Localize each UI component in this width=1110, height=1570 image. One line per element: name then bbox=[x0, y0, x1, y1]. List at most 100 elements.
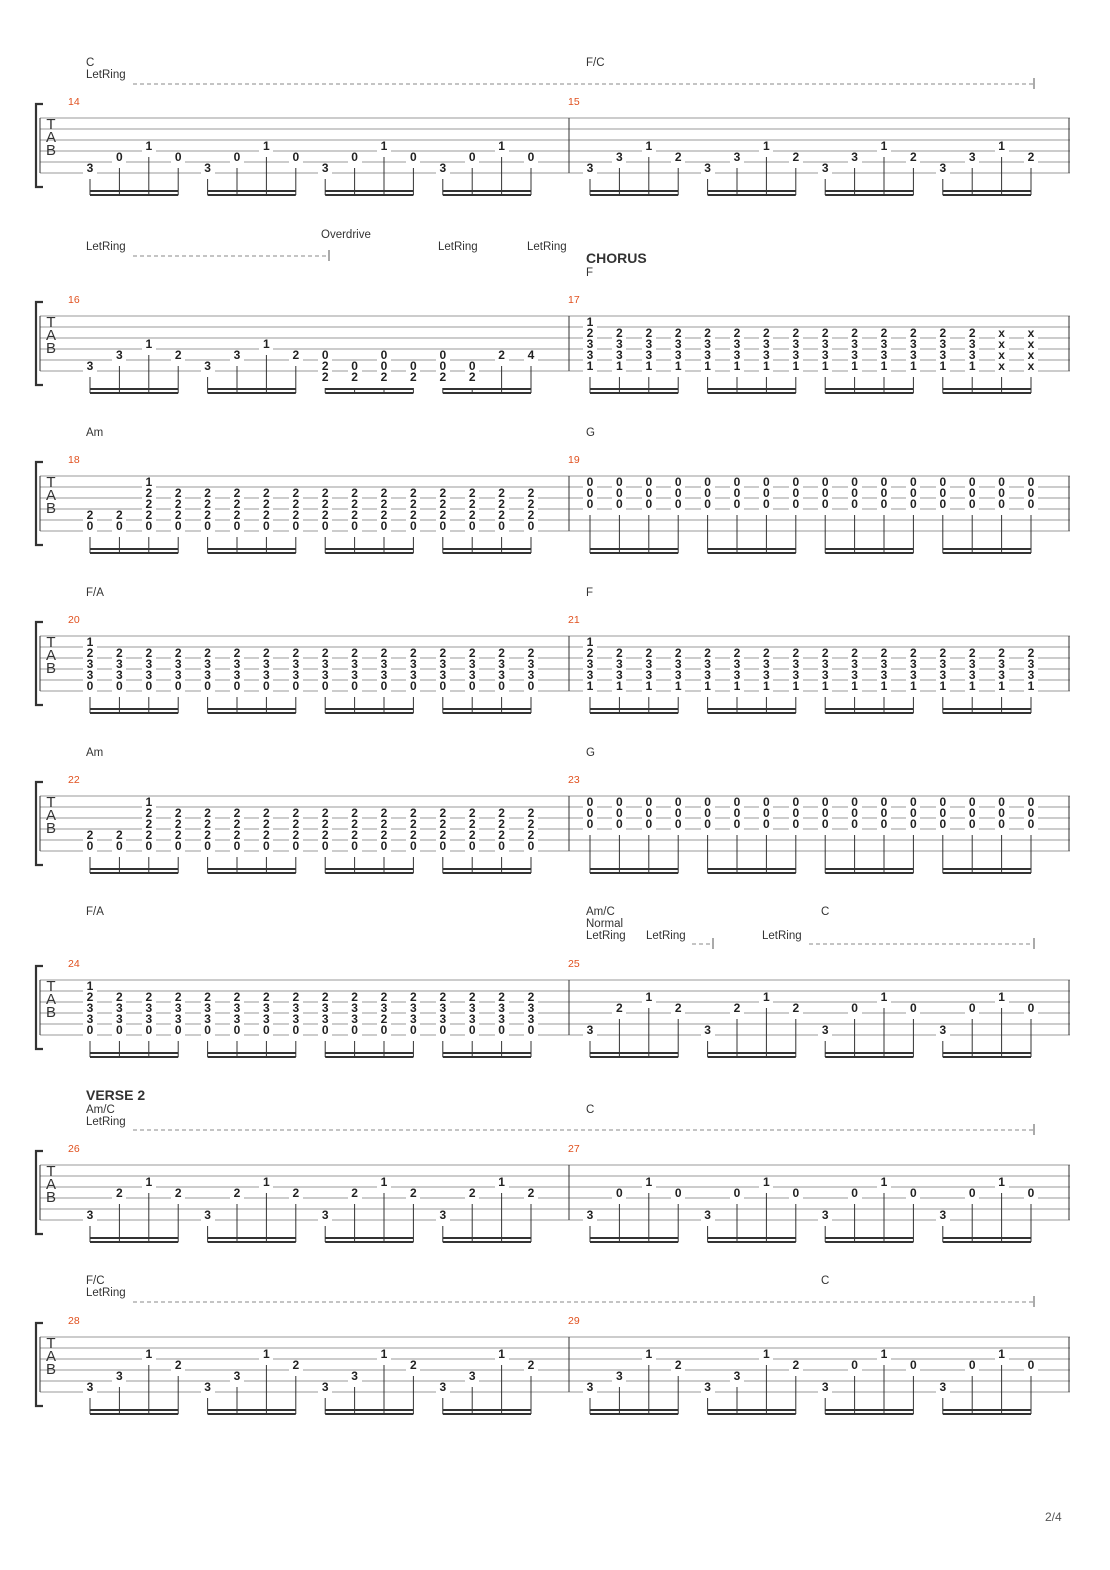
annotation-label: Am/C bbox=[586, 906, 615, 918]
fret-number: 3 bbox=[818, 669, 833, 681]
fret-number: 0 bbox=[141, 680, 156, 692]
fret-number: 0 bbox=[700, 476, 715, 488]
fret-number: 0 bbox=[259, 840, 274, 852]
fret-number: 1 bbox=[818, 360, 833, 372]
tab-clef-letter: T bbox=[46, 1163, 56, 1180]
fret-number: 0 bbox=[465, 840, 480, 852]
annotation-label: LetRing bbox=[527, 241, 567, 253]
fret-number: 0 bbox=[700, 807, 715, 819]
fret-number: 2 bbox=[288, 818, 303, 830]
fret-number: x bbox=[994, 349, 1009, 361]
fret-number: 3 bbox=[906, 669, 921, 681]
fret-number: 3 bbox=[641, 658, 656, 670]
fret-number: 3 bbox=[171, 658, 186, 670]
fret-number: 0 bbox=[318, 520, 333, 532]
fret-number: 0 bbox=[1024, 1002, 1038, 1014]
fret-number: 2 bbox=[524, 829, 538, 841]
fret-number: 3 bbox=[494, 669, 509, 681]
fret-number: 3 bbox=[435, 1209, 450, 1221]
fret-number: 2 bbox=[906, 327, 921, 339]
fret-number: 2 bbox=[730, 647, 744, 659]
fret-number: 0 bbox=[700, 796, 715, 808]
fret-number: 2 bbox=[788, 1002, 803, 1014]
system-bracket bbox=[34, 1149, 43, 1236]
fret-number: 0 bbox=[406, 840, 421, 852]
fret-number: 2 bbox=[583, 327, 597, 339]
fret-number: 3 bbox=[288, 1002, 303, 1014]
fret-number: 3 bbox=[318, 1381, 333, 1393]
fret-number: 3 bbox=[200, 669, 215, 681]
fret-number: 2 bbox=[465, 371, 480, 383]
fret-number: 2 bbox=[377, 991, 391, 1003]
fret-number: 2 bbox=[847, 647, 862, 659]
fret-number: 0 bbox=[171, 1024, 186, 1036]
fret-number: 2 bbox=[406, 818, 421, 830]
fret-number: 2 bbox=[935, 327, 950, 339]
fret-number: 0 bbox=[318, 840, 333, 852]
fret-number: 2 bbox=[494, 807, 509, 819]
fret-number: 2 bbox=[318, 807, 333, 819]
annotation-label: G bbox=[586, 747, 595, 759]
fret-number: 1 bbox=[494, 140, 509, 152]
fret-number: 1 bbox=[83, 636, 97, 648]
annotation-label: F/A bbox=[86, 587, 104, 599]
fret-number: 1 bbox=[906, 360, 921, 372]
fret-number: 1 bbox=[641, 1176, 656, 1188]
fret-number: 3 bbox=[730, 669, 744, 681]
fret-number: 3 bbox=[759, 349, 774, 361]
fret-number: 3 bbox=[141, 1002, 156, 1014]
fret-number: 1 bbox=[759, 1348, 774, 1360]
fret-number: 3 bbox=[700, 669, 715, 681]
fret-number: 1 bbox=[377, 140, 391, 152]
fret-number: 2 bbox=[465, 647, 480, 659]
fret-number: 0 bbox=[818, 818, 833, 830]
fret-number: 0 bbox=[435, 1024, 450, 1036]
fret-number: 0 bbox=[965, 1187, 980, 1199]
fret-number: 3 bbox=[965, 151, 980, 163]
fret-number: 3 bbox=[994, 658, 1009, 670]
fret-number: 3 bbox=[935, 658, 950, 670]
fret-number: 2 bbox=[1024, 151, 1038, 163]
fret-number: 2 bbox=[259, 829, 274, 841]
annotation-label: F/C bbox=[586, 57, 605, 69]
fret-number: 3 bbox=[83, 1002, 97, 1014]
fret-number: 0 bbox=[1024, 807, 1038, 819]
fret-number: 1 bbox=[965, 680, 980, 692]
fret-number: 2 bbox=[435, 509, 450, 521]
fret-number: 0 bbox=[759, 807, 774, 819]
fret-number: 3 bbox=[435, 1381, 450, 1393]
fret-number: 2 bbox=[847, 327, 862, 339]
fret-number: 0 bbox=[671, 1187, 686, 1199]
fret-number: 3 bbox=[318, 1002, 333, 1014]
fret-number: 2 bbox=[171, 498, 186, 510]
fret-number: 2 bbox=[347, 829, 362, 841]
fret-number: 3 bbox=[288, 669, 303, 681]
fret-number: 1 bbox=[730, 680, 744, 692]
fret-number: 2 bbox=[83, 829, 97, 841]
fret-number: 2 bbox=[171, 349, 186, 361]
fret-number: 0 bbox=[788, 476, 803, 488]
fret-number: 1 bbox=[847, 680, 862, 692]
fret-number: 2 bbox=[377, 829, 391, 841]
annotation-label: LetRing bbox=[86, 1287, 126, 1299]
fret-number: 0 bbox=[465, 680, 480, 692]
fret-number: 3 bbox=[494, 658, 509, 670]
fret-number: 3 bbox=[671, 669, 686, 681]
fret-number: 2 bbox=[288, 349, 303, 361]
fret-number: 2 bbox=[1024, 647, 1038, 659]
fret-number: 0 bbox=[788, 487, 803, 499]
fret-number: 0 bbox=[935, 807, 950, 819]
annotation-label: C bbox=[821, 906, 830, 918]
fret-number: x bbox=[994, 360, 1009, 372]
fret-number: 0 bbox=[583, 498, 597, 510]
fret-number: 3 bbox=[435, 669, 450, 681]
measure-number: 21 bbox=[568, 614, 580, 626]
fret-number: 0 bbox=[700, 818, 715, 830]
fret-number: 3 bbox=[83, 1381, 97, 1393]
fret-number: 3 bbox=[347, 669, 362, 681]
fret-number: 2 bbox=[377, 647, 391, 659]
annotation-label: C bbox=[821, 1275, 830, 1287]
fret-number: 2 bbox=[435, 829, 450, 841]
